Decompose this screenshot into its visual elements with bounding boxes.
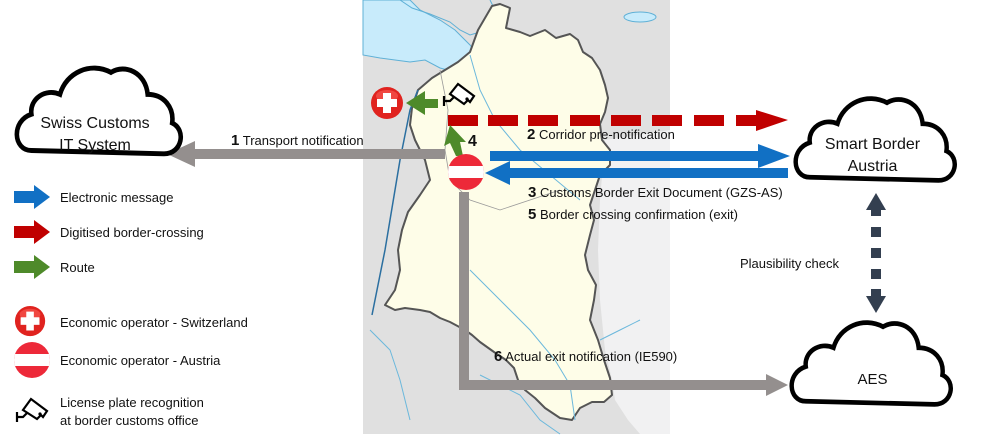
step-1-text: Transport notification (242, 133, 364, 148)
legend-label: Route (60, 259, 95, 275)
step-6-number: 6 (494, 348, 503, 365)
green-arrow-icon (14, 255, 50, 279)
corridor-prenotification-arrow (448, 110, 788, 131)
aes-cloud-label: AES (800, 369, 945, 391)
red-arrow-icon (14, 220, 50, 244)
smart-border-line1: Smart Border (824, 136, 921, 153)
legend-label: Digitised border-crossing (60, 224, 204, 240)
legend-label: Economic operator - Switzerland (60, 314, 248, 330)
legend-label: Electronic message (60, 189, 174, 205)
corridor-prenotification-label: 2 Corridor pre-notification (527, 126, 675, 143)
step-3-text: Customs Border Exit Document (GZS-AS) (539, 185, 783, 200)
legend-label: Economic operator - Austria (60, 352, 221, 368)
legend-item-swiss-operator: Economic operator - Switzerland (14, 305, 248, 339)
route-arrow-left (406, 91, 438, 115)
swiss-customs-line2: IT System (59, 137, 131, 154)
camera-icon (15, 397, 49, 422)
step-1-number: 1 (231, 132, 240, 149)
smart-border-cloud-label: Smart Border Austria (800, 134, 945, 178)
step-3-number: 3 (528, 184, 537, 201)
actual-exit-notification-arrow (459, 192, 788, 396)
step-4-number: 4 (468, 133, 477, 150)
legend-item-austrian-operator: Economic operator - Austria (14, 342, 220, 378)
transport-notification-arrow (167, 141, 445, 167)
blue-arrow-icon (14, 185, 50, 209)
swiss-customs-line1: Swiss Customs (40, 115, 150, 132)
step-5-number: 5 (528, 206, 537, 223)
step-5-text: Border crossing confirmation (exit) (539, 207, 738, 222)
legend-label-line2: at border customs office (60, 413, 199, 428)
actual-exit-notification-label: 6 Actual exit notification (IE590) (494, 348, 677, 365)
legend-item-digitised-border-crossing: Digitised border-crossing (14, 220, 204, 244)
step-2-number: 2 (527, 126, 536, 143)
legend-item-license-plate: License plate recognition at border cust… (14, 394, 204, 430)
electronic-message-arrow-to-smart-border (490, 144, 790, 168)
border-crossing-confirmation-label: 5 Border crossing confirmation (exit) (528, 206, 738, 223)
customs-border-exit-document-label: 3 Customs Border Exit Document (GZS-AS) (528, 184, 783, 201)
step-2-text: Corridor pre-notification (538, 127, 675, 142)
swiss-operator-icon (371, 87, 403, 119)
austrian-flag-icon (14, 342, 50, 378)
smart-border-line2: Austria (847, 158, 898, 175)
legend-label: License plate recognition (60, 395, 204, 410)
plausibility-check-label: Plausibility check (740, 256, 839, 271)
legend-item-route: Route (14, 255, 95, 279)
transport-notification-label: 1 Transport notification (231, 132, 364, 149)
license-plate-camera-icon (442, 82, 476, 106)
swiss-customs-cloud-label: Swiss Customs IT System (20, 113, 170, 157)
electronic-message-arrow-from-smart-border (485, 161, 788, 185)
step-6-text: Actual exit notification (IE590) (505, 349, 678, 364)
austrian-operator-icon (448, 154, 484, 190)
plausibility-check-arrow (866, 193, 886, 313)
aes-line1: AES (857, 371, 888, 388)
route-arrow-up (444, 125, 466, 156)
swiss-flag-icon (14, 305, 46, 337)
legend-item-electronic-message: Electronic message (14, 185, 173, 209)
